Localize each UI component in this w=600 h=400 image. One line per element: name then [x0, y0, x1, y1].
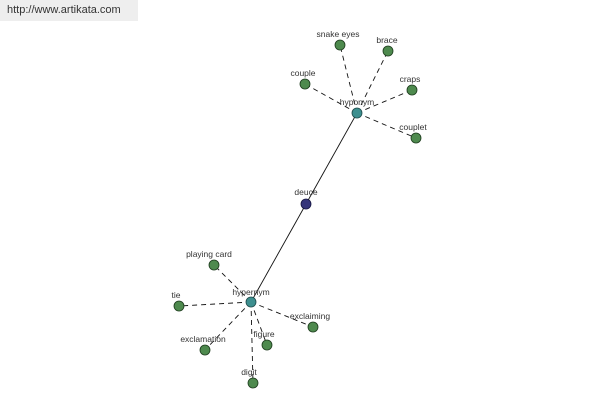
label-craps: craps — [400, 74, 421, 84]
edge-hyponym-brace — [356, 50, 389, 114]
label-tie: tie — [172, 290, 181, 300]
edge-hypernym-figure — [250, 301, 268, 346]
edge-hyponym-snake-eyes — [339, 44, 358, 114]
edge-deuce-hypernym — [250, 203, 307, 303]
edge-hyponym-couplet — [356, 112, 417, 139]
label-deuce: deuce — [294, 187, 317, 197]
node-couple[interactable] — [299, 78, 311, 90]
label-snake-eyes: snake eyes — [317, 29, 360, 39]
node-snake-eyes[interactable] — [334, 39, 346, 51]
graph-nodes — [173, 39, 422, 389]
edge-hypernym-tie — [178, 301, 252, 307]
label-figure: figure — [253, 329, 275, 339]
node-figure[interactable] — [261, 339, 273, 351]
label-playing-card: playing card — [186, 249, 232, 259]
label-hypernym: hypernym — [232, 287, 269, 297]
label-brace: brace — [376, 35, 398, 45]
edge-hyponym-craps — [356, 89, 413, 114]
node-exclaiming[interactable] — [307, 321, 319, 333]
label-digit: digit — [241, 367, 257, 377]
graph-labels: deuce hyponym hypernym snake eyes brace … — [172, 29, 428, 377]
graph-edges — [178, 44, 417, 384]
edge-hypernym-digit — [250, 301, 254, 384]
node-tie[interactable] — [173, 300, 185, 312]
node-deuce[interactable] — [300, 198, 312, 210]
edge-hyponym-couple — [304, 83, 358, 114]
node-brace[interactable] — [382, 45, 394, 57]
label-couple: couple — [290, 68, 315, 78]
source-link[interactable]: http://www.artikata.com — [7, 4, 121, 16]
label-exclamation: exclamation — [180, 334, 226, 344]
node-hyponym[interactable] — [351, 107, 363, 119]
node-exclamation[interactable] — [199, 344, 211, 356]
node-couplet[interactable] — [410, 132, 422, 144]
edge-hypernym-exclaiming — [250, 301, 314, 328]
node-playing-card[interactable] — [208, 259, 220, 271]
edge-hypernym-exclamation — [204, 301, 252, 351]
label-exclaiming: exclaiming — [290, 311, 330, 321]
edge-deuce-hyponym — [305, 112, 358, 205]
label-couplet: couplet — [399, 122, 427, 132]
label-hyponym: hyponym — [340, 97, 375, 107]
node-digit[interactable] — [247, 377, 259, 389]
node-hypernym[interactable] — [245, 296, 257, 308]
source-banner: http://www.artikata.com — [0, 0, 138, 21]
node-craps[interactable] — [406, 84, 418, 96]
